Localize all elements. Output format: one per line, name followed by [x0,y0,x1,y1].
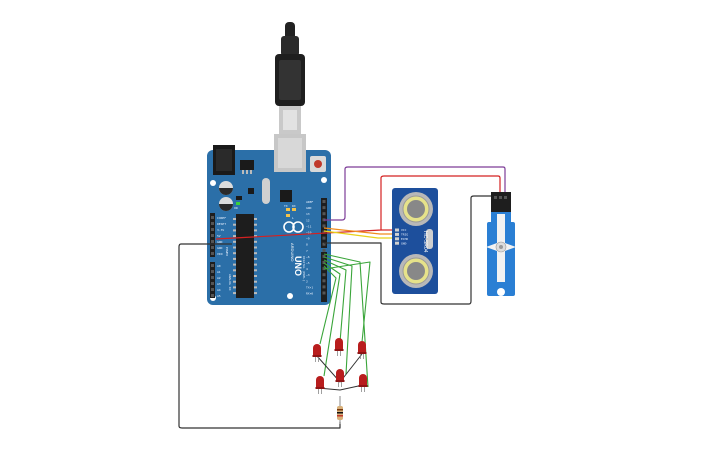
wire-signal-purple[interactable] [324,166,506,221]
analog-pin-label: A5 [217,294,221,298]
power-pin-label: VIN [217,252,223,256]
analog-pin-label: A4 [217,288,221,292]
voltage-regulator [240,160,254,170]
sensor-model-label: HC-SR04 [422,231,428,253]
digital-pin-label: 12 [306,218,310,222]
wire-led-4[interactable] [323,262,341,377]
digital-pin-label: ~11 [306,224,312,228]
wire-led-6[interactable] [323,261,371,343]
power-pin-label: 5V [217,234,221,238]
resistor[interactable] [337,396,343,424]
analog-pin-label: A3 [217,282,221,286]
sensor-crystal [426,229,433,249]
power-pin-label: GND [217,240,223,244]
wire-ground-sensor-servo[interactable] [324,195,496,305]
sensor-pin-label: VCC [401,228,407,232]
section-label-digital: DIGITAL (PWM~) [302,256,306,281]
power-pin-label: 3.3V [217,228,224,232]
led-1[interactable] [312,344,322,362]
digital-pin-label: AREF [306,200,313,204]
digital-pin-label: ~10 [306,231,312,235]
wire-led-2[interactable] [323,256,353,375]
mount-hole [287,293,293,299]
sensor-pin-label: GND [401,241,407,245]
mount-hole [210,180,216,186]
section-label-power: POWER [225,247,229,256]
analog-pin-label: A1 [217,270,221,274]
digital-pin-label: TX▸1 [306,285,313,289]
digital-pin-label: ~6 [306,255,310,259]
analog-pin-label: A2 [217,276,221,280]
led-label-tx: TX [284,204,288,208]
power-pin-label: RESET [217,222,226,226]
section-label-analog: ANALOG IN [228,274,232,290]
brand-label: ARDUINO [290,243,295,261]
usb-chip [280,190,292,202]
board-leds: TX RX L ON [234,202,296,220]
crystal-oscillator [262,178,270,204]
led-label-on: ON [234,206,238,210]
model-label: UNO [293,256,303,276]
sensor-pin-label: TRIG [401,233,408,237]
mount-hole [321,177,327,183]
digital-pin-label: ~9 [306,237,310,241]
power-pin-label: GND [217,246,223,250]
wire-ground-left[interactable] [178,243,341,429]
led-label-l: L [292,216,294,220]
wire-echo-yellow[interactable] [323,230,397,239]
led-2[interactable] [334,338,344,356]
digital-header-upper[interactable] [321,198,327,248]
digital-pin-label: 8 [306,243,308,247]
servo-motor[interactable] [486,192,516,296]
led-group[interactable] [312,338,368,394]
led-3[interactable] [357,341,367,359]
wire-led-3[interactable] [323,259,347,343]
digital-pin-label: 7 [306,249,308,253]
wire-trig-orange[interactable] [323,227,397,235]
digital-pin-label: 4 [306,267,308,271]
led-5[interactable] [335,369,345,387]
wires[interactable] [178,166,506,429]
usb-cable[interactable] [275,22,305,134]
led-label-rx: RX [292,204,296,208]
digital-pin-label: RX◂0 [306,292,313,296]
digital-pin-label: ~5 [306,261,310,265]
digital-header-lower[interactable] [321,252,327,302]
digital-pin-label: ~3 [306,273,310,277]
led-6[interactable] [358,374,368,392]
analog-header[interactable] [210,262,215,298]
digital-pin-label: 13 [306,212,310,216]
digital-pin-label: GND [306,206,312,210]
sensor-pin-label: ECHO [401,237,408,241]
atmega-microcontroller [236,214,254,298]
wire-led-5[interactable] [319,265,337,345]
led-4[interactable] [315,376,325,394]
power-pin-label: IOREF [217,216,226,220]
arduino-uno-board[interactable]: TX RX L ON ARDUINO UNO IOREF RESET 3.3V 5V G… [207,134,331,305]
analog-pin-label: A0 [217,264,221,268]
wire-5v-red[interactable] [215,175,501,240]
digital-pin-label: 2 [306,279,308,283]
servo-connector[interactable] [491,192,511,212]
arduino-logo: ARDUINO [283,221,304,261]
wire-led-common[interactable] [317,384,364,391]
